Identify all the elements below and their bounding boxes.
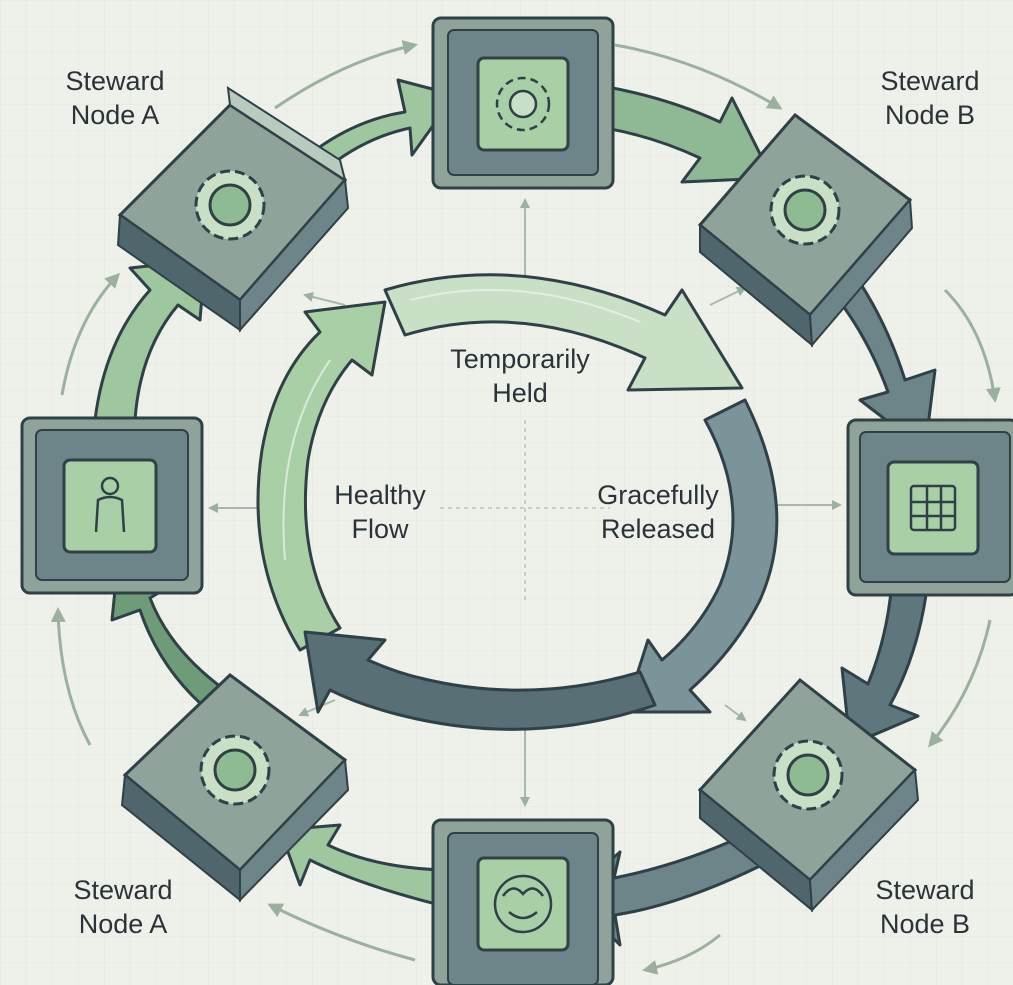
inner-arrow-bottom xyxy=(303,630,657,731)
person-icon xyxy=(94,476,126,533)
hub-bottom xyxy=(431,818,615,985)
state-healthy-flow: Healthy Flow xyxy=(334,480,426,544)
guide-arrow-bottom-right xyxy=(642,933,721,975)
inner-ring xyxy=(256,273,779,731)
node-top-right xyxy=(697,112,914,348)
node-bottom-left xyxy=(120,673,350,903)
node-bottom-right xyxy=(697,677,920,913)
inner-arrow-left xyxy=(256,300,387,652)
face-icon xyxy=(493,874,553,934)
spoke-up-left xyxy=(303,292,346,306)
guide-arrow-left-lower xyxy=(50,607,92,746)
guide-arrow-left-upper xyxy=(60,272,121,396)
gear-icon xyxy=(772,739,844,811)
gear-icon xyxy=(194,169,266,241)
guide-arrow-top-left xyxy=(274,40,418,110)
inner-arrow-top xyxy=(383,273,744,392)
state-temporarily-held: Temporarily Held xyxy=(450,344,590,408)
label-node-b-bottom: Steward Node B xyxy=(875,875,975,939)
guide-arrow-right-upper xyxy=(943,288,1001,403)
state-gracefully-released: Gracefully Released xyxy=(597,480,719,544)
guide-arrow-bottom-left xyxy=(267,903,416,962)
gear-icon xyxy=(199,734,271,806)
guide-arrow-top-right xyxy=(614,43,783,110)
circuit-icon xyxy=(909,484,957,532)
spoke-down-right xyxy=(724,704,747,722)
label-node-b-top: Steward Node B xyxy=(880,66,980,130)
outer-guide-arrows xyxy=(50,40,1001,975)
hub-right xyxy=(846,418,1013,597)
node-top-left xyxy=(116,86,350,333)
label-node-a-top: Steward Node A xyxy=(65,66,165,130)
guide-arrow-right-lower xyxy=(928,619,992,748)
inner-arrow-right xyxy=(623,398,779,714)
inner-highlights xyxy=(282,288,641,561)
hub-left xyxy=(20,416,204,595)
gear-icon xyxy=(769,174,841,246)
spoke-up-right xyxy=(709,286,747,306)
orbit-icon xyxy=(495,76,551,132)
label-node-a-bottom: Steward Node A xyxy=(73,875,173,939)
hub-top xyxy=(431,16,615,190)
